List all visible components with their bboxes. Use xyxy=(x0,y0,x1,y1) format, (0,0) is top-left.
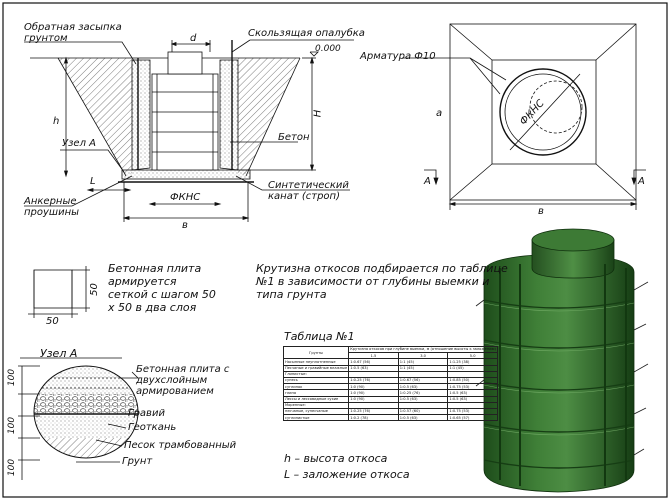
table-cell: суглинистые xyxy=(282,414,350,422)
dim-L-label: L xyxy=(90,176,96,187)
dim-50-vertical: 50 xyxy=(88,283,100,296)
sand-label: Песок трамбованный xyxy=(124,440,237,451)
table-cell: 1:0.65 (57) xyxy=(447,414,498,422)
dim-b-label: в xyxy=(182,220,188,231)
dim-h-label: h xyxy=(53,116,60,127)
dim-50-horizontal: 50 xyxy=(46,316,59,327)
table-cell: 1:0.5 (63) xyxy=(397,414,449,422)
node-a-callout: Узел А xyxy=(62,138,96,149)
header-soil: Грунты xyxy=(282,345,350,360)
synthetic-rope-label: Синтетический канат (строп) xyxy=(268,180,349,202)
dim-100-1: 100 xyxy=(7,368,18,387)
node-plate-label: Бетонная плита с двухслойным армирование… xyxy=(136,364,230,397)
level-label: 0.000 xyxy=(315,44,341,54)
dim-d-label: d xyxy=(190,33,197,44)
dim-b-plan-label: в xyxy=(538,206,544,217)
dim-H-label: H xyxy=(312,109,324,118)
table-cell: 1:0.2 (78) xyxy=(348,414,399,422)
slope-note: Крутизна откосов подбирается по таблице … xyxy=(256,262,508,301)
soil-label: Грунт xyxy=(122,456,153,467)
kns-tank-render xyxy=(475,228,649,493)
section-a-left: А xyxy=(424,176,431,187)
geotextile-label: Геоткань xyxy=(128,422,177,433)
dim-100-3: 100 xyxy=(7,458,18,477)
node-a-detail xyxy=(18,357,139,480)
concrete-label: Бетон xyxy=(278,132,310,143)
dim-a-label: а xyxy=(436,108,443,119)
plate-note: Бетонная плита армируется сеткой с шагом… xyxy=(108,262,216,314)
legend-L: L – заложение откоса xyxy=(284,468,410,481)
anchor-eyes-label: Анкерные проушины xyxy=(24,196,80,218)
backfill-label: Обратная засыпка грунтом xyxy=(24,22,122,44)
mesh-detail xyxy=(28,266,90,318)
sliding-formwork-label: Скользящая опалубка xyxy=(248,28,365,39)
dim-100-2: 100 xyxy=(7,416,18,435)
node-a-title: Узел А xyxy=(40,347,78,360)
section-a-right: А xyxy=(638,176,645,187)
table-title: Таблица №1 xyxy=(284,330,355,343)
gravel-label: Гравий xyxy=(128,408,165,419)
phi-kns-label: ФКНС xyxy=(170,192,201,203)
slope-table: Грунты Крутизна откосов при глубине выем… xyxy=(282,345,498,422)
plan-view xyxy=(402,23,646,210)
excavation-section xyxy=(24,39,354,222)
rebar-label: Арматура Ф10 xyxy=(360,51,436,62)
legend-h: h – высота откоса xyxy=(284,452,388,465)
